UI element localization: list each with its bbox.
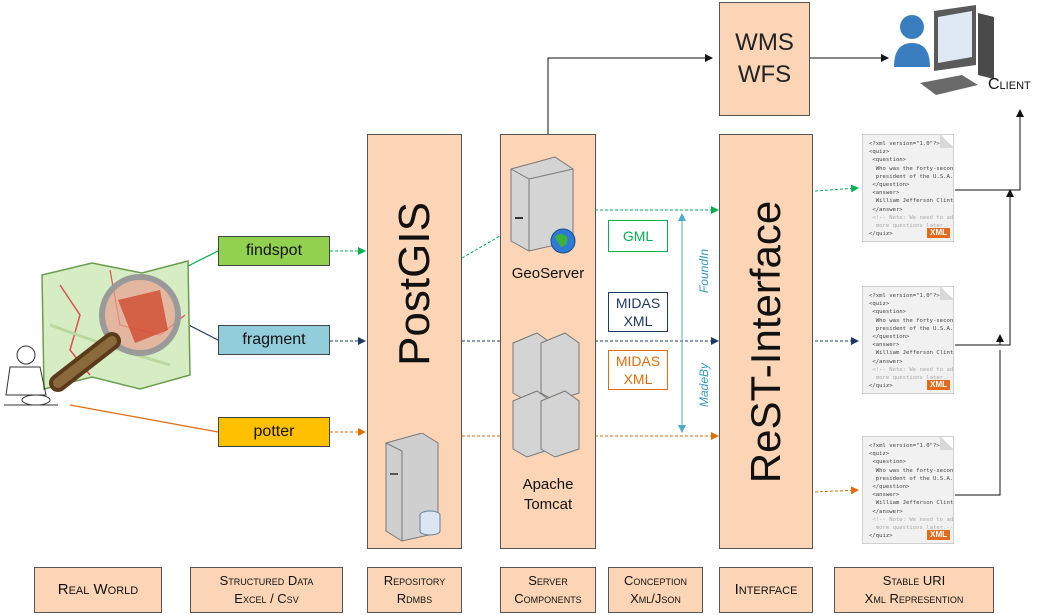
database-server-icon [385, 433, 441, 542]
arrow-rest-doc-3 [814, 486, 859, 495]
server-components-panel: GeoServer Apache Tomcat [500, 134, 596, 549]
conception-gml: GML [608, 220, 668, 252]
client-computer-icon [894, 5, 994, 95]
entity-fragment-label: fragment [242, 331, 306, 348]
xml-document-1: <?xml version="1.0"?> <quiz> <question> … [862, 134, 954, 242]
postgis-panel: PostGIS [367, 134, 462, 549]
tomcat-label: Apache Tomcat [501, 475, 595, 515]
arrow-geoserver-wms [547, 54, 713, 158]
rest-interface-panel: ReST-Interface [719, 134, 813, 549]
entity-potter-label: potter [253, 423, 295, 440]
entity-findspot-label: findspot [245, 242, 303, 259]
rest-interface-title: ReST-Interface [742, 200, 789, 483]
postgis-title: PostGIS [389, 201, 439, 366]
xml-lines: <?xml version="1.0"?> <quiz> <question> … [869, 443, 954, 540]
real-world-illustration [4, 260, 191, 406]
conception-midas-orange: MIDAS XML [608, 350, 668, 390]
conception-gml-label: GML [622, 228, 654, 244]
line-doc3-client [955, 350, 1001, 496]
client-label: Client [988, 76, 1031, 93]
wms-wfs-box: WMS WFS [719, 2, 810, 116]
column-server-components: Server Components [500, 567, 596, 613]
column-structured-data: Structured Data Excel / Csv [190, 567, 343, 613]
geoserver-icon [510, 156, 576, 254]
column-conception: Conception Xml/Json [608, 567, 703, 613]
tomcat-label-line2: Tomcat [523, 496, 573, 513]
xml-badge: XML [927, 380, 950, 390]
column-stable-uri: Stable URI Xml Represention [834, 567, 994, 613]
arrow-doc2-client [955, 334, 1004, 346]
tomcat-label-line1: Apache [522, 476, 574, 493]
xml-document-3: <?xml version="1.0"?> <quiz> <question> … [862, 436, 954, 544]
column-real-world: Real World [34, 567, 162, 613]
xml-lines: <?xml version="1.0"?> <quiz> <question> … [869, 293, 954, 390]
geoserver-label: GeoServer [511, 265, 585, 282]
potter-figure-icon [4, 345, 58, 406]
entity-potter: potter [218, 417, 330, 447]
arrow-rest-doc-1 [814, 184, 859, 193]
tomcat-server-stack-icon [512, 332, 580, 458]
wfs-label: WFS [737, 61, 792, 88]
xml-lines: <?xml version="1.0"?> <quiz> <question> … [869, 141, 954, 238]
relation-madeby-label: MadeBy [697, 362, 712, 408]
column-interface: Interface [719, 567, 813, 613]
arrow-doc1-client [955, 109, 1024, 191]
xml-badge: XML [927, 530, 950, 540]
wms-label: WMS [735, 29, 794, 56]
entity-fragment: fragment [218, 325, 330, 355]
xml-badge: XML [927, 228, 950, 238]
xml-document-2: <?xml version="1.0"?> <quiz> <question> … [862, 286, 954, 394]
entity-findspot: findspot [218, 236, 330, 266]
column-repository: Repository Rdmbs [367, 567, 462, 613]
connector-potter [69, 404, 219, 433]
conception-midas-blue: MIDAS XML [608, 292, 668, 332]
magnifier-icon [49, 274, 181, 392]
relation-foundin-label: FoundIn [697, 248, 712, 294]
